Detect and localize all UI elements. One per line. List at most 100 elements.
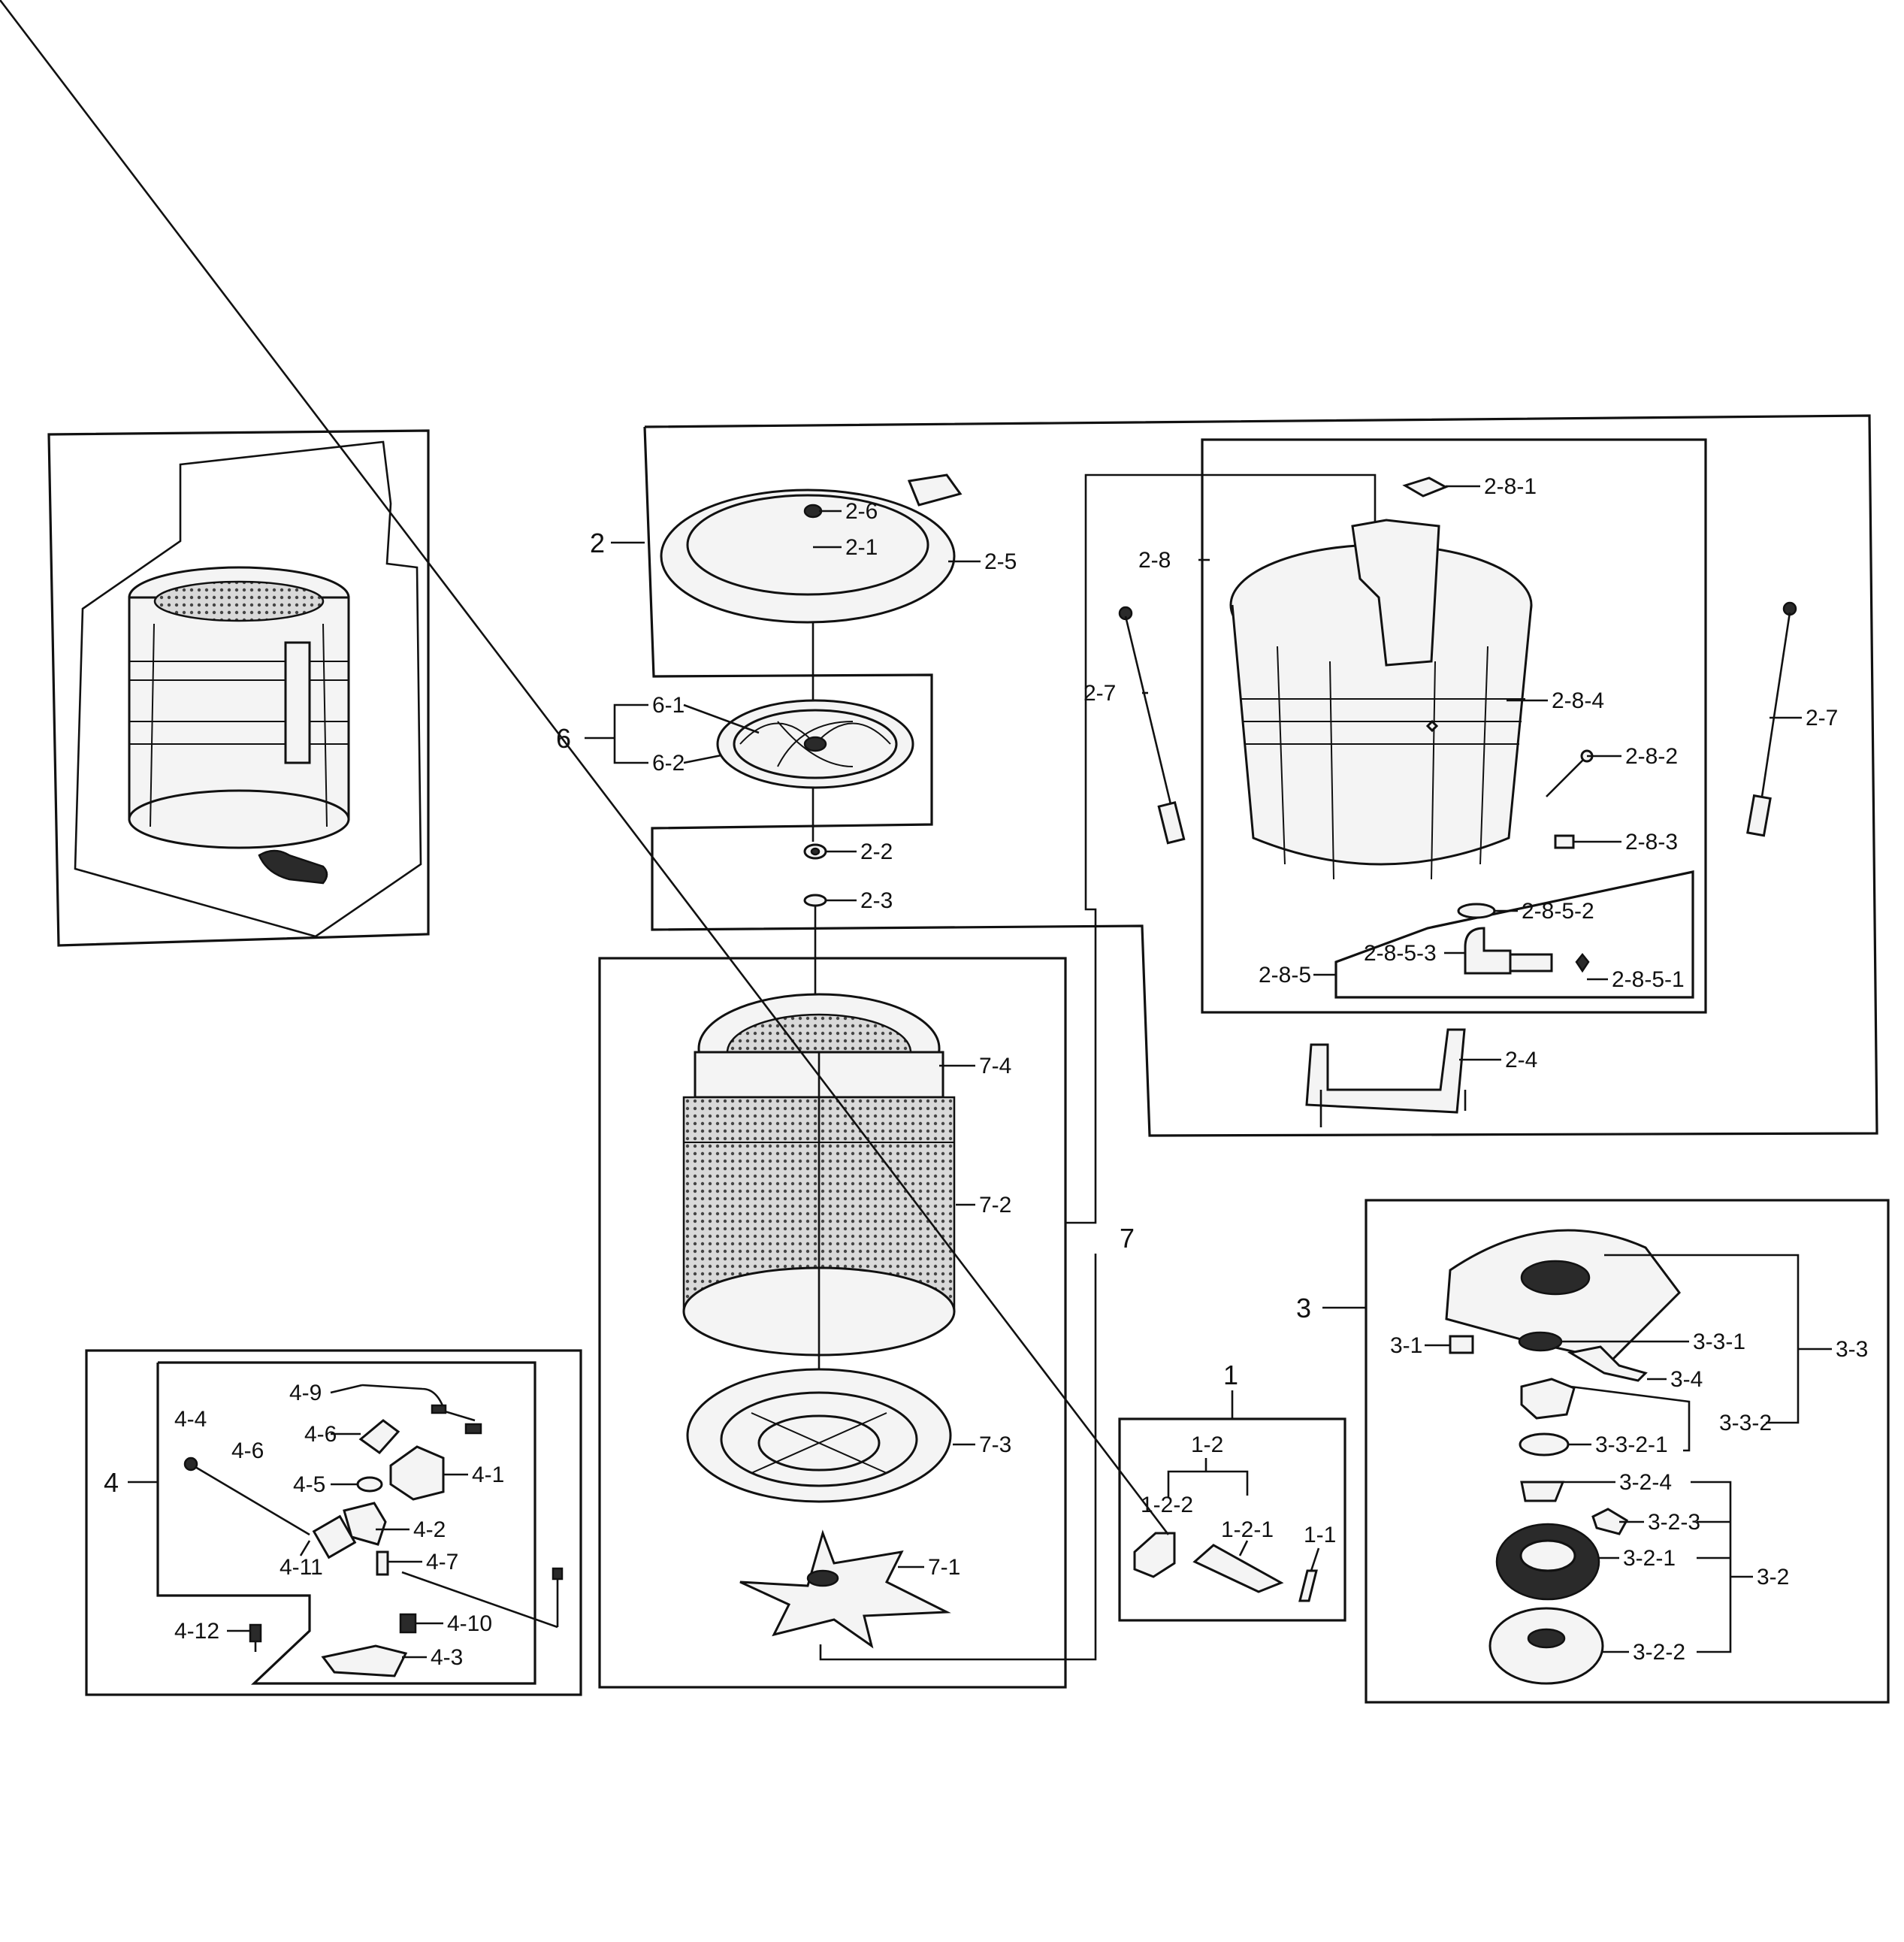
- callout-2-1: 2-1: [845, 535, 878, 560]
- water-valve-part: [389, 1445, 445, 1501]
- callout-1-2-1: 1-2-1: [1221, 1517, 1274, 1542]
- sensor-part: [1449, 1335, 1474, 1354]
- callout-g3: 3: [1296, 1293, 1311, 1323]
- callout-4-1: 4-1: [472, 1463, 504, 1487]
- outer-tub-part: [1229, 519, 1533, 880]
- callout-3-1: 3-1: [1390, 1333, 1422, 1358]
- callout-2-3: 2-3: [860, 888, 893, 913]
- callout-2-8-5-2: 2-8-5-2: [1522, 899, 1594, 924]
- callout-4-11: 4-11: [280, 1555, 323, 1580]
- spin-basket-part: [682, 993, 956, 1428]
- callout-2-8-3: 2-8-3: [1625, 830, 1678, 855]
- connector-part: [1554, 834, 1575, 849]
- callout-2-2: 2-2: [860, 839, 893, 864]
- callout-3-3-1: 3-3-1: [1693, 1329, 1745, 1354]
- callout-2-4: 2-4: [1505, 1048, 1537, 1072]
- group-3-frame: [1365, 1199, 1890, 1704]
- overview-washer-tub: [128, 566, 350, 885]
- callout-6-1: 6-1: [652, 693, 685, 718]
- callout-4-6-b: 4-6: [231, 1438, 264, 1463]
- group-7-frame: [598, 473, 1377, 1689]
- callout-1-2: 1-2: [1191, 1432, 1223, 1457]
- drain-pump-part: [321, 1644, 408, 1677]
- nut-part: [803, 843, 827, 860]
- filter-cap-part: [356, 1476, 383, 1493]
- leader-lines: [0, 0, 1832, 1659]
- callout-3-3: 3-3: [1836, 1337, 1868, 1362]
- callout-1-1: 1-1: [1304, 1523, 1336, 1547]
- callout-2-8-2: 2-8-2: [1625, 744, 1678, 769]
- callout-2-5: 2-5: [984, 549, 1017, 574]
- hose-part: [312, 1514, 357, 1559]
- callout-7-1: 7-1: [928, 1555, 960, 1580]
- callout-2-8-5-1: 2-8-5-1: [1612, 967, 1685, 992]
- callout-2-7-right: 2-7: [1806, 706, 1838, 731]
- lever-part: [1567, 1345, 1648, 1382]
- callout-3-2-3: 3-2-3: [1648, 1510, 1700, 1535]
- basket-bottom-part: [686, 1368, 952, 1503]
- callout-2-8-1: 2-8-1: [1484, 474, 1537, 499]
- shaft-holder-part: [1591, 1508, 1629, 1535]
- callout-4-7: 4-7: [426, 1550, 458, 1574]
- callout-g2: 2: [590, 528, 605, 558]
- wire-harness-part: [361, 1384, 482, 1435]
- callout-g4: 4: [104, 1467, 119, 1498]
- heater-housing-part: [1133, 1532, 1176, 1578]
- callout-4-12: 4-12: [174, 1619, 219, 1644]
- drain-hose-part: [1457, 903, 1590, 975]
- assembly-overview: [47, 429, 430, 947]
- callout-1-2-2: 1-2-2: [1141, 1493, 1193, 1517]
- small-bracket-part: [376, 1550, 389, 1576]
- callout-g6: 6: [556, 723, 571, 754]
- pulsator-part: [716, 699, 914, 842]
- grommet-part: [399, 1613, 417, 1634]
- callout-labels: 2 2-6 2-1 2-5 6 6-1 6-2 2-2 2-3 7-4 7-2 …: [104, 474, 1868, 1670]
- callout-3-3-2: 3-3-2: [1719, 1411, 1772, 1435]
- group-2-frames: [643, 414, 1878, 1137]
- callout-4-5: 4-5: [293, 1472, 325, 1497]
- callout-3-4: 3-4: [1670, 1367, 1703, 1392]
- rotor-part: [1495, 1523, 1600, 1601]
- seal-ring-part: [1519, 1432, 1570, 1456]
- screw-part: [249, 1623, 262, 1652]
- callout-7-4: 7-4: [979, 1054, 1011, 1078]
- housing-part: [1520, 1378, 1576, 1420]
- suspension-rod-left: [1118, 606, 1186, 845]
- callout-3-3-2-1: 3-3-2-1: [1595, 1432, 1668, 1457]
- flange-shaft-part: [739, 1529, 951, 1649]
- callout-2-8-4: 2-8-4: [1552, 688, 1604, 713]
- callout-3-2: 3-2: [1757, 1565, 1789, 1590]
- stator-part: [1488, 1607, 1604, 1685]
- group-4-frames: [85, 1349, 582, 1696]
- hose-bracket-part: [183, 1456, 310, 1536]
- heater-clip-part: [1298, 1569, 1318, 1602]
- screw-right-part: [401, 1567, 564, 1629]
- callout-7-2: 7-2: [979, 1193, 1011, 1218]
- callout-7-3: 7-3: [979, 1432, 1011, 1457]
- callout-4-4: 4-4: [174, 1407, 207, 1432]
- callout-6-2: 6-2: [652, 751, 685, 776]
- motor-bracket-part: [1445, 1229, 1681, 1362]
- callout-2-8: 2-8: [1138, 548, 1171, 573]
- callout-4-2: 4-2: [413, 1517, 446, 1542]
- callout-2-7-left: 2-7: [1083, 681, 1116, 706]
- callout-4-3: 4-3: [431, 1645, 463, 1670]
- bracket-part: [1305, 1028, 1467, 1127]
- callout-2-8-5: 2-8-5: [1259, 963, 1311, 988]
- cap-part: [803, 504, 823, 519]
- callout-3-2-4: 3-2-4: [1619, 1470, 1672, 1495]
- suspension-rod-right: [1746, 601, 1797, 837]
- callout-2-8-5-3: 2-8-5-3: [1364, 941, 1437, 966]
- thermistor-part: [1546, 749, 1594, 797]
- callout-2-6: 2-6: [845, 499, 878, 524]
- heater-part: [1192, 1544, 1284, 1593]
- callout-3-2-2: 3-2-2: [1633, 1640, 1685, 1665]
- callout-g7: 7: [1120, 1223, 1135, 1254]
- callout-4-6-a: 4-6: [304, 1422, 337, 1447]
- callout-g1: 1: [1223, 1360, 1238, 1390]
- callout-3-2-1: 3-2-1: [1623, 1546, 1676, 1571]
- coupling-part: [1520, 1481, 1565, 1502]
- top-cover-part: [660, 473, 963, 737]
- callout-4-9: 4-9: [289, 1381, 322, 1405]
